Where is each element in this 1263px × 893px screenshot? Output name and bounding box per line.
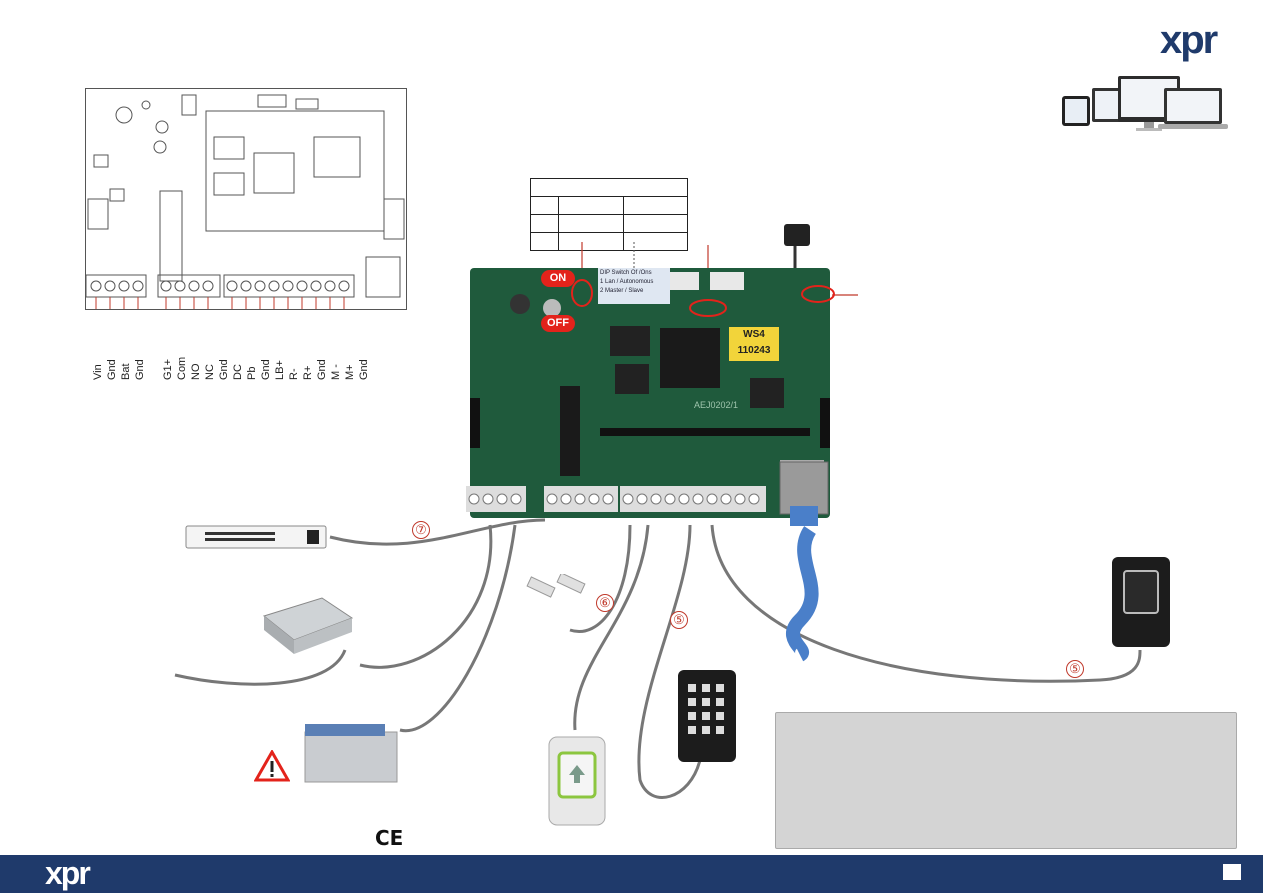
terminal-label: G1+	[162, 358, 174, 380]
legend-line: 2 Master / Slave	[600, 288, 644, 294]
table-cell	[558, 214, 624, 233]
terminal-label: LB+	[274, 360, 286, 380]
table-cell	[529, 196, 560, 215]
terminal-label: NO	[190, 363, 202, 381]
warning-icon	[254, 750, 290, 782]
terminal-label: M -	[330, 364, 342, 380]
terminal-block	[466, 486, 766, 522]
terminal-label: Gnd	[106, 359, 118, 380]
devices-icon	[1062, 76, 1228, 131]
legend-line: 1 Lan / Autonomous	[600, 279, 654, 285]
terminal-label: Gnd	[316, 359, 328, 380]
legend-line: DIP Switch Of /Ons	[600, 270, 652, 276]
fingerprint-reader-icon	[1112, 557, 1170, 647]
terminal-label: NC	[204, 364, 216, 380]
callout-6: ⑥	[596, 594, 614, 612]
page-number-box	[1223, 864, 1241, 880]
terminal-label-row: Vin Gnd Bat Gnd G1+ Com NO NC Gnd DC Pb …	[88, 310, 408, 390]
table-cell	[529, 232, 560, 251]
off-label: OFF	[541, 315, 575, 332]
table-cell	[622, 232, 689, 251]
terminal-label: Pb	[246, 366, 258, 380]
pcb-line-drawing	[85, 88, 407, 310]
ws4-serial: 110243	[737, 345, 771, 356]
terminal-label: R+	[302, 365, 314, 380]
terminal-label: M+	[344, 364, 356, 380]
terminal-label: Gnd	[260, 359, 272, 380]
ce-mark: CE	[375, 826, 404, 850]
terminal-label: DC	[232, 364, 244, 380]
dip-switch-legend: DIP Switch Of /Ons 1 Lan / Autonomous 2 …	[598, 268, 670, 304]
ws4-model: WS4	[743, 329, 765, 340]
jumper-highlight	[689, 299, 727, 317]
terminal-label: Gnd	[134, 359, 146, 380]
table-cell	[558, 196, 624, 215]
pcb-part-number: AEJ0202/1	[694, 400, 739, 410]
callout-7: ⑦	[412, 521, 430, 539]
terminal-label: Bat	[120, 363, 132, 380]
power-supply-icon	[262, 597, 354, 654]
table-cell	[622, 196, 689, 215]
footer-bar	[0, 855, 1263, 893]
board-components	[470, 272, 830, 506]
brand-logo-bottom: xpr	[45, 855, 91, 891]
table-cell	[530, 178, 688, 197]
terminal-label: Gnd	[218, 359, 230, 380]
callout-5: ⑤	[670, 611, 688, 629]
dip-switch-highlight	[571, 279, 593, 307]
on-label: ON	[541, 270, 575, 287]
table-cell	[558, 232, 624, 251]
ws4-sticker: WS4 110243	[729, 327, 779, 361]
terminal-label: Com	[176, 356, 188, 380]
ethernet-port-icon	[779, 461, 829, 526]
terminal-label: Vin	[92, 364, 104, 380]
table-cell	[622, 214, 689, 233]
tamper-switch-icon	[784, 224, 810, 246]
brand-logo-top: xpr	[1160, 18, 1218, 62]
dip-switch-table	[529, 178, 689, 251]
terminal-screws	[466, 486, 766, 512]
callout-5: ⑤	[1066, 660, 1084, 678]
terminal-label: R-	[288, 368, 300, 380]
exit-button-icon	[548, 736, 606, 826]
door-contact-icon	[526, 574, 586, 598]
keypad-reader-icon	[678, 670, 736, 762]
connector-highlight	[801, 285, 835, 303]
terminal-label: Gnd	[358, 359, 370, 380]
controller-board	[470, 268, 830, 518]
battery-icon	[304, 724, 398, 783]
info-panel	[775, 712, 1237, 849]
table-cell	[529, 214, 560, 233]
magnetic-lock-icon	[185, 525, 327, 549]
